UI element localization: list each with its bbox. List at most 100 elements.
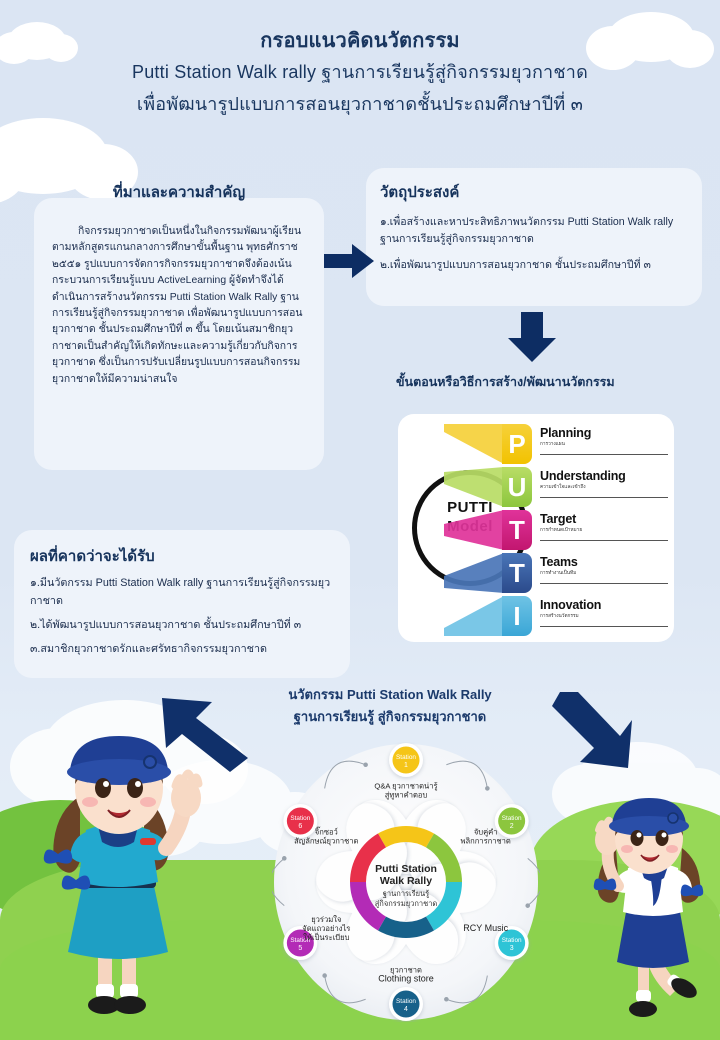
putti-letter-teams: T bbox=[502, 553, 532, 593]
putti-english-label: Innovation bbox=[540, 598, 602, 612]
wheel-flow-arrow-head bbox=[322, 973, 327, 978]
wheel-station-label: สู่ทูหาคำตอบ bbox=[385, 791, 428, 800]
wheel-ring-segment[interactable] bbox=[350, 833, 386, 882]
wheel-station-label: พลิกการกาชาด bbox=[460, 837, 510, 846]
outcome-card-title: ผลที่คาดว่าจะได้รับ bbox=[30, 548, 155, 565]
wheel-ring-segment[interactable] bbox=[350, 882, 386, 931]
putti-divider bbox=[540, 540, 668, 541]
wheel-flow-arrow bbox=[527, 857, 540, 907]
station-badge-label: Station bbox=[290, 937, 310, 944]
putti-wedge-icon bbox=[442, 467, 504, 507]
wheel-flow-arrow-head bbox=[444, 996, 449, 1002]
title-line-1: กรอบแนวคิดนวัตกรรม bbox=[260, 30, 460, 52]
wheel-station-label: จิ๊กซอว์ bbox=[314, 827, 338, 837]
putti-english-label: Target bbox=[540, 512, 577, 526]
innovation-subtitle-line-1: นวัตกรรม Putti Station Walk Rally bbox=[288, 687, 492, 702]
wheel-plate bbox=[274, 744, 538, 1020]
wheel-station-label: จัดแถวอย่างไร bbox=[302, 924, 350, 933]
putti-english-label: Teams bbox=[540, 555, 578, 569]
putti-circle-line-1: PUTTI bbox=[447, 499, 493, 516]
wheel-ring-segment[interactable] bbox=[378, 826, 434, 848]
outcome-card: ผลที่คาดว่าจะได้รับ ๑.มีนวัตกรรม Putti S… bbox=[14, 530, 350, 678]
station-badge-number: 4 bbox=[404, 1006, 408, 1013]
putti-divider bbox=[540, 454, 668, 455]
wheel-station-label: Clothing store bbox=[378, 974, 434, 984]
putti-thai-label: การสร้างนวัตกรรม bbox=[540, 612, 579, 619]
station-badge-label: Station bbox=[502, 937, 522, 944]
putti-letter-target: T bbox=[502, 510, 532, 550]
putti-letter-innovation: I bbox=[502, 596, 532, 636]
putti-thai-label: ความเข้าใจและเข้าถึง bbox=[540, 483, 586, 490]
putti-wedge-icon bbox=[442, 596, 504, 640]
wheel-ring-segment[interactable] bbox=[426, 833, 462, 882]
wheel-center-line-4: สู่กิจกรรมยุวกาชาด bbox=[375, 899, 438, 908]
station-badge-label: Station bbox=[396, 998, 416, 1005]
wheel-station-label: RCY Music bbox=[463, 923, 508, 933]
station-badge-label: Station bbox=[502, 815, 522, 822]
innovation-subtitle-line-2: ฐานการเรียนรู้ สู่กิจกรรมยุวกาชาด bbox=[293, 709, 487, 724]
wheel-flow-arrow-head bbox=[281, 856, 287, 861]
scout-girl-icon bbox=[43, 736, 203, 1014]
arrow-right-icon bbox=[324, 244, 374, 283]
title-line-3: เพื่อพัฒนารูปแบบการสอนยุวกาชาดชั้นประถมศ… bbox=[136, 94, 584, 114]
wheel-flow-arrow bbox=[446, 975, 488, 1004]
wheel-center-line-3: ฐานการเรียนรู้ bbox=[383, 889, 429, 898]
putti-english-label: Understanding bbox=[540, 469, 626, 483]
innovation-subtitle: นวัตกรรม Putti Station Walk Rally ฐานการ… bbox=[210, 684, 570, 728]
background-card-text: กิจกรรมยุวกาชาดเป็นหนึ่งในกิจกรรมพัฒนาผู… bbox=[52, 226, 303, 385]
wheel-flow-arrow-head bbox=[485, 786, 490, 791]
putti-thai-label: การทำงานเป็นทีม bbox=[540, 569, 577, 576]
objective-item: ๒.เพื่อพัฒนารูปแบบการสอนยุวกาชาด ชั้นประ… bbox=[380, 259, 651, 271]
wheel-flow-arrow bbox=[324, 760, 366, 789]
putti-divider bbox=[540, 497, 668, 498]
objective-item: ๑.เพื่อสร้างและหาประสิทธิภาพนวัตกรรม Put… bbox=[380, 216, 674, 245]
wheel-station-label: สัญลักษณ์ยุวกาชาด bbox=[294, 837, 358, 846]
wheel-flow-arrows bbox=[272, 760, 540, 1004]
background-card: ที่มาและความสำคัญ กิจกรรมยุวกาชาดเป็นหนึ… bbox=[34, 184, 324, 470]
putti-letter-understanding: U bbox=[502, 467, 532, 507]
station-badge-number: 6 bbox=[298, 823, 302, 830]
wheel-center-line-1: Putti Station bbox=[375, 863, 437, 875]
outcome-item: ๓.สมาชิกยุวกาชาดรักและศรัทธากิจกรรมยุวกา… bbox=[30, 643, 268, 655]
wheel-station-label: จับคู่คำ bbox=[474, 828, 498, 837]
putti-wedge-icon bbox=[442, 553, 504, 593]
scout-girl-icon bbox=[593, 798, 704, 1017]
putti-thai-label: การกำหนดเป้าหมาย bbox=[540, 526, 583, 533]
station-badge-number: 1 bbox=[404, 762, 408, 769]
outcome-item: ๒.ได้พัฒนารูปแบบการสอนยุวกาชาด ชั้นประถม… bbox=[30, 619, 302, 631]
putti-letter-planning: P bbox=[502, 424, 532, 464]
wheel-flow-arrow bbox=[324, 975, 366, 1004]
wheel-ring-segment[interactable] bbox=[426, 882, 462, 931]
wheel-station-badges: Station1Station2Station3Station4Station5… bbox=[283, 743, 529, 1021]
wheel-station-label: ยุวกาชาด bbox=[390, 966, 422, 975]
wheel-flow-arrow-head bbox=[525, 903, 531, 908]
background-card-title: ที่มาและความสำคัญ bbox=[112, 184, 246, 201]
wheel-station-label: ให้เป็นระเบียบ bbox=[303, 932, 349, 942]
wheel-station-label: ยุวร่วมใจ bbox=[311, 915, 341, 924]
wheel-ring-segment[interactable] bbox=[378, 916, 434, 938]
station-badge-label: Station bbox=[396, 754, 416, 761]
station-badge-number: 5 bbox=[298, 945, 302, 952]
wheel-flow-arrow bbox=[272, 857, 285, 907]
title-line-2: Putti Station Walk rally ฐานการเรียนรู้ส… bbox=[132, 62, 588, 82]
putti-model-diagram: PUTTI Model PPlanningการวางแผนUUnderstan… bbox=[398, 414, 674, 642]
process-step-label: ขั้นตอนหรือวิธีการสร้าง/พัฒนานวัตกรรม bbox=[396, 375, 615, 389]
